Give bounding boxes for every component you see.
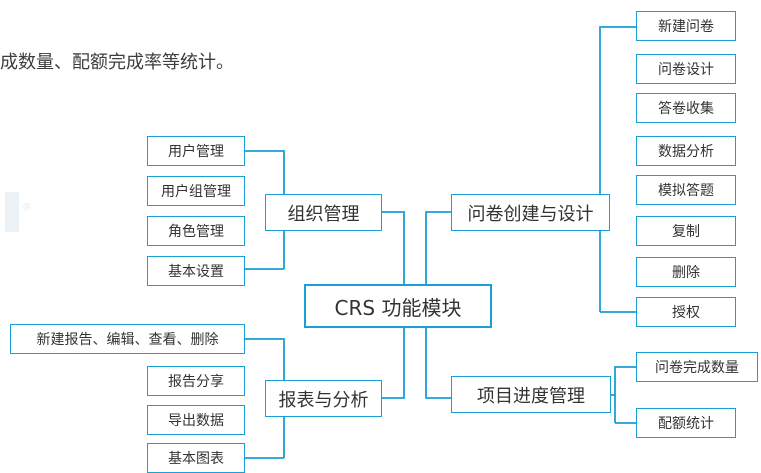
leaf-org-basic-settings: 基本设置 — [147, 256, 245, 286]
leaf-progress-count: 问卷完成数量 — [636, 352, 758, 382]
leaf-q-simulate: 模拟答题 — [636, 175, 736, 205]
root-node: CRS 功能模块 — [304, 284, 492, 328]
leaf-report-share: 报告分享 — [147, 366, 245, 396]
leaf-q-design: 问卷设计 — [636, 54, 736, 84]
branch-report: 报表与分析 — [265, 380, 382, 417]
leaf-q-copy: 复制 — [636, 216, 736, 246]
intro-text: 成数量、配额完成率等统计。 — [0, 52, 234, 73]
watermark-registered-mark: ® — [22, 202, 32, 213]
leaf-q-authorize: 授权 — [636, 297, 736, 327]
connector-root-org — [382, 211, 405, 284]
branch-org: 组织管理 — [265, 194, 382, 231]
leaf-report-charts: 基本图表 — [147, 443, 245, 473]
leaf-progress-quota: 配额统计 — [636, 408, 736, 438]
connector-root-report — [382, 328, 405, 399]
leaf-org-usergroup-management: 用户组管理 — [147, 176, 245, 206]
watermark-logo-mark — [5, 192, 19, 232]
branch-progress: 项目进度管理 — [451, 376, 611, 413]
leaf-q-delete: 删除 — [636, 257, 736, 287]
connector-root-progress — [425, 328, 451, 399]
connector-progress-children — [611, 366, 636, 424]
leaf-q-analysis: 数据分析 — [636, 136, 736, 166]
leaf-org-role-management: 角色管理 — [147, 216, 245, 246]
leaf-org-user-management: 用户管理 — [147, 136, 245, 166]
connector-root-questionnaire — [425, 211, 451, 284]
leaf-report-export: 导出数据 — [147, 405, 245, 435]
connector-questionnaire-children — [599, 26, 636, 313]
leaf-q-new: 新建问卷 — [636, 11, 736, 41]
leaf-q-collect: 答卷收集 — [636, 93, 736, 123]
branch-questionnaire: 问卷创建与设计 — [451, 194, 610, 231]
leaf-report-crud: 新建报告、编辑、查看、删除 — [10, 324, 245, 354]
